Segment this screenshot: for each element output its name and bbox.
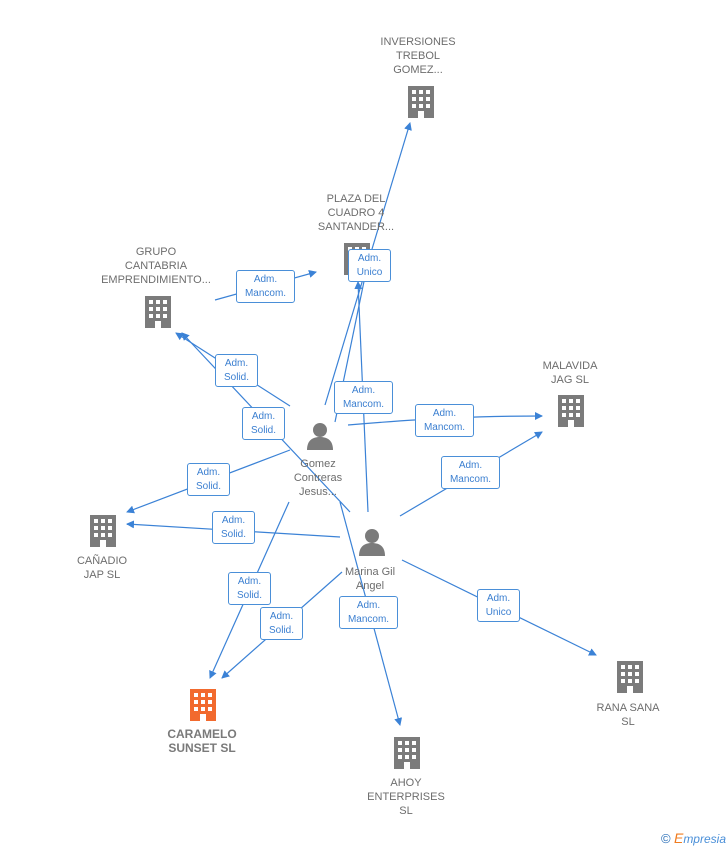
company-label-grupo[interactable]: GRUPO CANTABRIA EMPRENDIMIENTO... <box>101 246 211 286</box>
edge-label-caramelo-solid-2[interactable]: Adm. Solid. <box>260 607 303 640</box>
edge-label-grupo-solid-1[interactable]: Adm. Solid. <box>215 354 258 387</box>
edge-label-plaza-mancom[interactable]: Adm. Mancom. <box>334 381 393 414</box>
edge-label-grupo-solid-2[interactable]: Adm. Solid. <box>242 407 285 440</box>
company-malavida-icon[interactable] <box>558 395 584 427</box>
edge-label-ahoy-mancom[interactable]: Adm. Mancom. <box>339 596 398 629</box>
copyright-icon: © <box>661 831 671 846</box>
person-marina-icon[interactable] <box>359 529 385 556</box>
edge-label-canadio-solid-2[interactable]: Adm. Solid. <box>212 511 255 544</box>
company-label-ahoy[interactable]: AHOY ENTERPRISES SL <box>367 777 445 817</box>
edge-label-malavida-mancom-2[interactable]: Adm. Mancom. <box>441 456 500 489</box>
company-label-inversiones[interactable]: INVERSIONES TREBOL GOMEZ... <box>380 36 456 76</box>
edge-label-malavida-mancom-1[interactable]: Adm. Mancom. <box>415 404 474 437</box>
brand-initial: E <box>673 830 684 846</box>
brand-name: mpresia <box>683 832 726 846</box>
person-gomez-icon[interactable] <box>307 423 333 450</box>
company-ahoy-icon[interactable] <box>394 737 420 769</box>
company-grupo-icon[interactable] <box>145 296 171 328</box>
company-label-canadio[interactable]: CAÑADIO JAP SL <box>76 555 128 581</box>
person-label-gomez[interactable]: Gomez Contreras Jesus... <box>293 458 343 498</box>
edge-label-rana-unico[interactable]: Adm. Unico <box>477 589 520 622</box>
company-label-plaza[interactable]: PLAZA DEL CUADRO 4 SANTANDER... <box>317 193 395 233</box>
company-inversiones-icon[interactable] <box>408 86 434 118</box>
person-label-marina[interactable]: Marina Gil Angel <box>344 566 396 592</box>
edge-label-caramelo-solid-1[interactable]: Adm. Solid. <box>228 572 271 605</box>
edge-label-plaza-unico[interactable]: Adm. Unico <box>348 249 391 282</box>
company-canadio-icon[interactable] <box>90 515 116 547</box>
company-rana-icon[interactable] <box>617 661 643 693</box>
footer-brand[interactable]: © Empresia <box>661 830 726 846</box>
company-caramelo-icon[interactable] <box>190 689 216 721</box>
company-label-rana[interactable]: RANA SANA SL <box>596 702 660 728</box>
company-label-malavida[interactable]: MALAVIDA JAG SL <box>542 360 598 386</box>
edge-label-grupo-mancom[interactable]: Adm. Mancom. <box>236 270 295 303</box>
company-label-caramelo[interactable]: CARAMELO SUNSET SL <box>167 727 237 755</box>
edge-label-canadio-solid-1[interactable]: Adm. Solid. <box>187 463 230 496</box>
brand-logo: Empresia <box>673 830 726 846</box>
